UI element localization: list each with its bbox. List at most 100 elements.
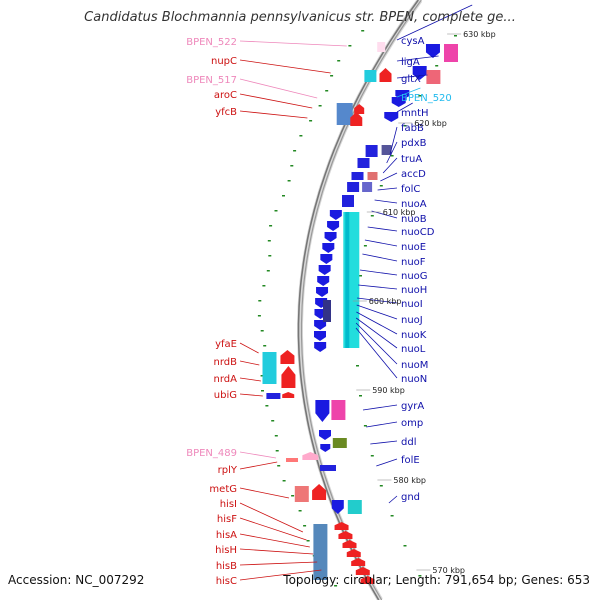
label-line-yfaE — [239, 342, 259, 354]
gc-dot — [274, 435, 278, 437]
cds-his — [360, 576, 375, 584]
label-line-nuoN — [355, 327, 398, 379]
gc-dot — [309, 120, 313, 122]
label-line-accD — [380, 172, 398, 182]
rna-right — [444, 44, 458, 62]
cds-gyrA — [315, 400, 330, 422]
gene-label-nuoCD: nuoCD — [401, 227, 435, 238]
cds-gnd — [331, 500, 344, 514]
gene-label-gnd: gnd — [401, 492, 420, 503]
label-line-nuoE — [364, 239, 398, 247]
rna-left — [377, 42, 386, 52]
cds-nuo — [317, 276, 330, 286]
cds-right — [384, 112, 399, 122]
label-line-fabB — [389, 126, 398, 155]
gc-dot — [269, 225, 273, 227]
backbone-line-inner — [297, 0, 419, 600]
cds-nuo — [314, 342, 327, 352]
gc-dot — [390, 515, 394, 517]
gene-label-nuoM: nuoM — [401, 360, 428, 371]
label-line-nuoI — [357, 297, 398, 304]
gene-label-aroC: aroC — [214, 90, 237, 101]
label-line-gyrA — [362, 404, 398, 411]
gc-dot — [356, 365, 359, 367]
rna-left — [336, 103, 353, 125]
cds-ubiG — [282, 392, 295, 398]
gene-label-gltX: gltX — [401, 74, 421, 85]
gc-dot — [403, 125, 407, 127]
label-line-metG — [239, 487, 290, 499]
kbp-label: 570 kbp — [432, 566, 465, 575]
label-line-pdxB — [386, 141, 398, 164]
gene-label-nuoK: nuoK — [401, 330, 427, 341]
gene-label-yfaE: yfaE — [215, 339, 237, 350]
label-line-yfcB — [239, 110, 308, 119]
cds-nuo — [314, 331, 327, 341]
cds-nuo — [322, 243, 335, 253]
gene-label-gyrA: gyrA — [401, 401, 424, 412]
rna-nrd — [262, 352, 277, 384]
misc — [367, 172, 378, 180]
gene-label-ubiG: ubiG — [214, 390, 237, 401]
gene-label-folE: folE — [401, 455, 420, 466]
misc — [302, 452, 319, 460]
gene-label-BPEN_489: BPEN_489 — [186, 448, 237, 459]
gc-dot — [403, 545, 407, 547]
kbp-label: 610 kbp — [383, 208, 416, 217]
gene-label-truA: truA — [401, 154, 422, 165]
gc-dot — [275, 450, 279, 452]
label-line-folE — [376, 458, 398, 467]
gc-dot — [390, 155, 394, 157]
label-line-gltX — [396, 74, 428, 79]
gene-label-nrdA: nrdA — [214, 374, 238, 385]
label-line-rplY — [239, 461, 278, 470]
gc-dot — [260, 330, 264, 332]
gene-label-hisA: hisA — [216, 530, 237, 541]
gene-label-pdxB: pdxB — [401, 138, 427, 149]
gc-dot — [337, 60, 341, 62]
cds-his — [334, 522, 349, 530]
label-line-mntH — [396, 102, 413, 113]
gc-dot — [267, 240, 271, 242]
gene-label-metG: metG — [209, 484, 237, 495]
gc-dot — [318, 105, 322, 107]
gene-label-omp: omp — [401, 418, 423, 429]
gene-label-rplY: rplY — [218, 465, 238, 476]
misc — [362, 182, 373, 192]
gc-dot — [271, 420, 275, 422]
label-line-hisH — [239, 548, 314, 555]
label-line-aroC — [239, 93, 313, 109]
rna-left — [364, 70, 377, 82]
label-line-nuoM — [355, 322, 398, 365]
gene-label-BPEN_517: BPEN_517 — [186, 75, 237, 86]
kbp-label: 590 kbp — [372, 386, 405, 395]
gc-dot — [418, 95, 422, 97]
gene-label-mntH: mntH — [401, 108, 429, 119]
label-line-BPEN_489 — [239, 451, 277, 459]
kbp-label: 600 kbp — [369, 297, 402, 306]
cds-his — [351, 558, 366, 566]
rna-his — [313, 524, 328, 580]
cds-his — [338, 531, 353, 539]
label-line-nuoF — [362, 253, 398, 262]
gene-labels-layer: cysAligAgltXBPEN_520mntHfabBpdxBtruAaccD… — [186, 36, 452, 587]
gene-label-nuoF: nuoF — [401, 257, 426, 268]
label-line-cysA — [396, 4, 473, 41]
gc-dot — [298, 510, 302, 512]
cds-ubiG — [266, 393, 281, 399]
cds-nuo — [320, 254, 333, 264]
gc-dot — [370, 215, 374, 217]
gc-dot — [359, 395, 362, 397]
cds-right — [347, 182, 360, 192]
gene-label-nuoI: nuoI — [401, 299, 423, 310]
gene-label-nuoE: nuoE — [401, 242, 426, 253]
label-line-nrdA — [239, 377, 261, 382]
operon-edge — [345, 212, 350, 348]
cds-his — [346, 549, 361, 557]
label-line-omp — [366, 421, 398, 428]
gene-label-hisC: hisC — [216, 576, 237, 587]
cds-nuo — [318, 265, 331, 275]
rna-gnd — [347, 500, 362, 514]
gc-dot — [274, 210, 278, 212]
